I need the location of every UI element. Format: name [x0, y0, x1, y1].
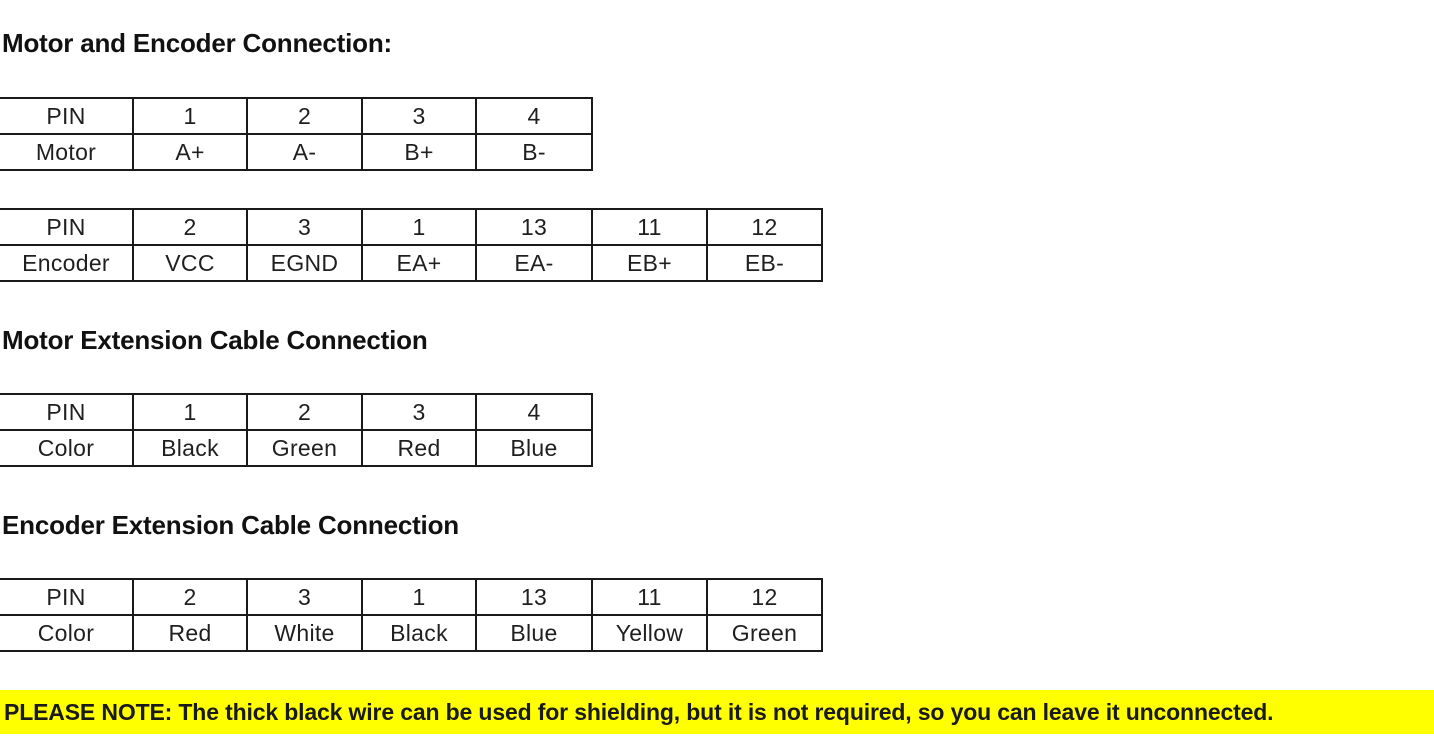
table-cell: Encoder [0, 244, 134, 282]
table-cell: A- [246, 133, 363, 171]
table-cell: 13 [475, 208, 593, 246]
table-cell: B+ [361, 133, 477, 171]
table-cell: Blue [475, 614, 593, 652]
encoder-extension-cable-table: PIN 2 3 1 13 11 12 Color Red White Black… [0, 578, 823, 652]
table-cell: 2 [132, 578, 248, 616]
table-cell: 11 [591, 578, 708, 616]
table-cell: 2 [246, 97, 363, 135]
table-cell: B- [475, 133, 593, 171]
heading-encoder-extension-cable-connection: Encoder Extension Cable Connection [2, 510, 459, 540]
table-cell: Green [706, 614, 823, 652]
table-cell: PIN [0, 393, 134, 431]
table-cell: 2 [132, 208, 248, 246]
table-cell: 3 [246, 208, 363, 246]
heading-motor-extension-cable-connection: Motor Extension Cable Connection [2, 325, 428, 355]
please-note-banner: PLEASE NOTE: The thick black wire can be… [0, 690, 1434, 734]
heading-motor-and-encoder-connection: Motor and Encoder Connection: [2, 28, 392, 58]
table-cell: Red [361, 429, 477, 467]
table-cell: PIN [0, 97, 134, 135]
motor-pinout-table: PIN 1 2 3 4 Motor A+ A- B+ B- [0, 97, 593, 171]
table-cell: A+ [132, 133, 248, 171]
please-note-text: PLEASE NOTE: The thick black wire can be… [4, 698, 1274, 725]
table-cell: 1 [361, 208, 477, 246]
table-cell: 13 [475, 578, 593, 616]
table-cell: PIN [0, 578, 134, 616]
table-cell: PIN [0, 208, 134, 246]
table-cell: Color [0, 429, 134, 467]
table-row: PIN 2 3 1 13 11 12 [0, 208, 823, 246]
table-row: PIN 1 2 3 4 [0, 97, 593, 135]
table-cell: VCC [132, 244, 248, 282]
table-cell: EA+ [361, 244, 477, 282]
table-row: Color Red White Black Blue Yellow Green [0, 614, 823, 652]
table-cell: 1 [361, 578, 477, 616]
table-cell: 1 [132, 393, 248, 431]
table-cell: 11 [591, 208, 708, 246]
table-cell: Yellow [591, 614, 708, 652]
table-cell: 12 [706, 208, 823, 246]
table-cell: 12 [706, 578, 823, 616]
motor-extension-cable-table: PIN 1 2 3 4 Color Black Green Red Blue [0, 393, 593, 467]
table-cell: EB+ [591, 244, 708, 282]
table-row: PIN 1 2 3 4 [0, 393, 593, 431]
table-cell: 2 [246, 393, 363, 431]
table-cell: 3 [246, 578, 363, 616]
table-row: Motor A+ A- B+ B- [0, 133, 593, 171]
table-cell: Black [132, 429, 248, 467]
table-cell: 4 [475, 393, 593, 431]
table-cell: Green [246, 429, 363, 467]
table-cell: 3 [361, 97, 477, 135]
encoder-pinout-table: PIN 2 3 1 13 11 12 Encoder VCC EGND EA+ … [0, 208, 823, 282]
table-cell: 3 [361, 393, 477, 431]
table-row: Encoder VCC EGND EA+ EA- EB+ EB- [0, 244, 823, 282]
table-cell: Black [361, 614, 477, 652]
table-row: Color Black Green Red Blue [0, 429, 593, 467]
table-cell: Red [132, 614, 248, 652]
table-cell: 4 [475, 97, 593, 135]
table-row: PIN 2 3 1 13 11 12 [0, 578, 823, 616]
table-cell: Blue [475, 429, 593, 467]
table-cell: White [246, 614, 363, 652]
table-cell: Color [0, 614, 134, 652]
table-cell: EA- [475, 244, 593, 282]
table-cell: EGND [246, 244, 363, 282]
table-cell: 1 [132, 97, 248, 135]
table-cell: Motor [0, 133, 134, 171]
table-cell: EB- [706, 244, 823, 282]
